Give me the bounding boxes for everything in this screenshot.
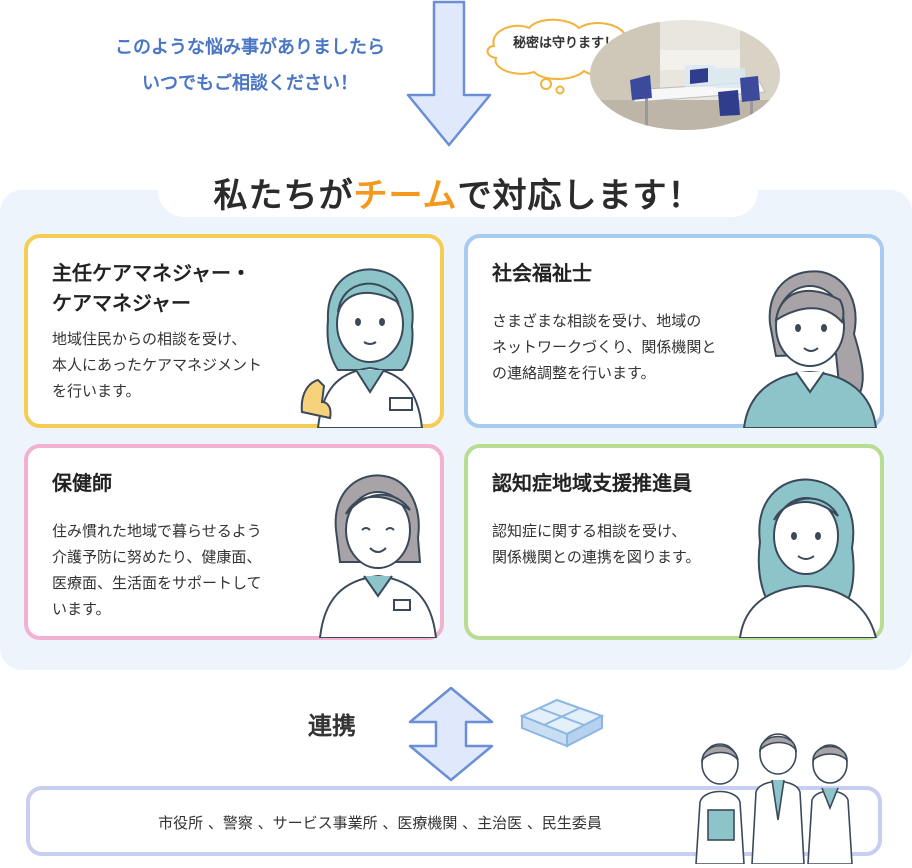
double-arrow-icon bbox=[408, 686, 494, 782]
social-worker-illustration bbox=[742, 270, 878, 428]
card-title: 保健師 bbox=[52, 468, 112, 498]
card-desc-line: を行います。 bbox=[52, 382, 141, 400]
link-label: 連携 bbox=[308, 712, 356, 740]
card-desc-line: 住み慣れた地域で暮らせるよう bbox=[52, 522, 262, 540]
card-desc-line: さまざまな相談を受け、地域の bbox=[492, 312, 702, 330]
card-title-line-2: ケアマネジャー bbox=[52, 291, 191, 315]
public-health-nurse-illustration bbox=[318, 474, 438, 638]
card-desc-line: います。 bbox=[52, 600, 111, 618]
team-heading: 私たちがチームで対応します！ bbox=[158, 168, 758, 217]
staff-group-illustration bbox=[695, 733, 853, 864]
card-desc-line: 介護予防に努めたり、健康面、 bbox=[52, 548, 262, 566]
card-title-line-1: 主任ケアマネジャー・ bbox=[52, 261, 251, 285]
puzzle-icon bbox=[519, 698, 605, 748]
card-social-worker: 社会福祉士 さまざまな相談を受け、地域の ネットワークづくり、関係機関と の連絡… bbox=[464, 234, 884, 428]
card-desc-line: ネットワークづくり、関係機関と bbox=[492, 338, 717, 356]
bubble-text: 秘密は守ります！ bbox=[512, 36, 617, 51]
card-desc-line: 関係機関との連携を図ります。 bbox=[492, 548, 701, 566]
card-title: 主任ケアマネジャー・ ケアマネジャー bbox=[52, 258, 251, 318]
care-manager-illustration bbox=[300, 268, 424, 428]
card-description: 認知症に関する相談を受け、 関係機関との連携を図ります。 bbox=[492, 518, 700, 570]
card-title-line-1: 社会福祉士 bbox=[492, 261, 592, 285]
card-desc-line: 本人にあったケアマネジメント bbox=[52, 356, 263, 374]
card-description: 地域住民からの相談を受け、 本人にあったケアマネジメント を行います。 bbox=[52, 326, 262, 404]
team-heading-accent: チーム bbox=[353, 176, 458, 216]
dementia-support-promoter-illustration bbox=[738, 478, 878, 638]
intro-message: このような悩み事がありましたら いつでもご相談ください！ bbox=[60, 30, 440, 102]
team-heading-suffix: で対応します！ bbox=[457, 176, 703, 216]
card-title: 認知症地域支援推進員 bbox=[492, 468, 692, 498]
card-desc-line: の連絡調整を行います。 bbox=[492, 364, 656, 382]
team-heading-prefix: 私たちが bbox=[213, 176, 354, 216]
card-desc-line: 地域住民からの相談を受け、 bbox=[52, 330, 247, 348]
intro-line-2: いつでもご相談ください！ bbox=[142, 73, 358, 94]
card-desc-line: 医療面、生活面をサポートして bbox=[52, 574, 262, 592]
card-public-health-nurse: 保健師 住み慣れた地域で暮らせるよう 介護予防に努めたり、健康面、 医療面、生活… bbox=[24, 444, 444, 640]
card-desc-line: 認知症に関する相談を受け、 bbox=[492, 522, 687, 540]
intro-line-1: このような悩み事がありましたら bbox=[115, 37, 385, 58]
card-description: 住み慣れた地域で暮らせるよう 介護予防に努めたり、健康面、 医療面、生活面をサポ… bbox=[52, 518, 262, 622]
meeting-room-photo bbox=[590, 20, 780, 130]
card-title-line-1: 認知症地域支援推進員 bbox=[492, 471, 692, 495]
card-care-manager: 主任ケアマネジャー・ ケアマネジャー 地域住民からの相談を受け、 本人にあったケ… bbox=[24, 234, 444, 428]
down-arrow-icon bbox=[406, 0, 492, 147]
card-dementia-support-promoter: 認知症地域支援推進員 認知症に関する相談を受け、 関係機関との連携を図ります。 bbox=[464, 444, 884, 640]
card-title: 社会福祉士 bbox=[492, 258, 592, 288]
team-heading-pill bbox=[158, 165, 758, 217]
card-description: さまざまな相談を受け、地域の ネットワークづくり、関係機関と の連絡調整を行いま… bbox=[492, 308, 716, 386]
card-title-line-1: 保健師 bbox=[52, 471, 112, 495]
partners-text: 市役所 、警察 、サービス事業所 、医療機関 、主治医 、民生委員 bbox=[158, 814, 602, 832]
